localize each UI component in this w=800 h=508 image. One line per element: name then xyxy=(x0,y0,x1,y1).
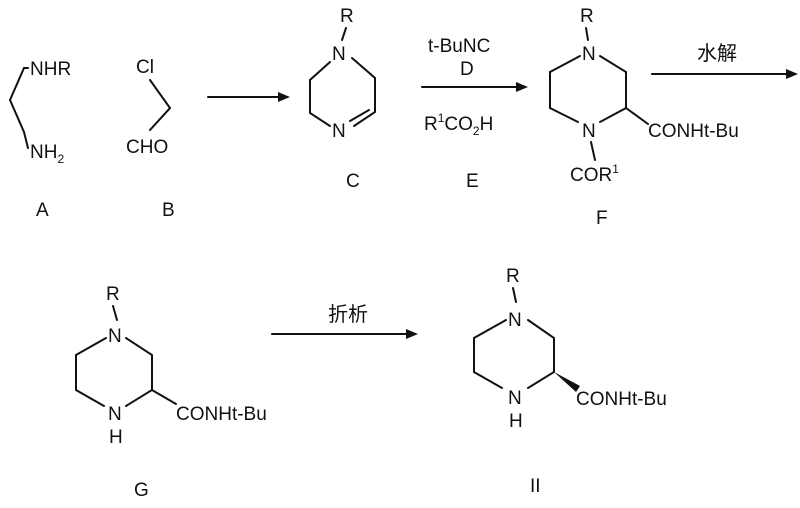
compound-g-r: R xyxy=(106,284,120,305)
compound-g-n-bottom: N xyxy=(108,404,122,425)
compound-f-n-top: N xyxy=(582,44,596,65)
compound-b-cho: CHO xyxy=(126,137,168,158)
compound-b-bonds xyxy=(149,79,172,131)
compound-b: Cl CHO B xyxy=(126,57,175,221)
compound-a-chain xyxy=(8,67,25,133)
arrow-c-to-f: t-BuNC D R1CO2H E xyxy=(421,36,528,192)
compound-g: R N CONHt-Bu N H G xyxy=(75,284,267,501)
compound-c-n-bottom: N xyxy=(332,121,346,142)
compound-ii-wedge-bond xyxy=(554,372,580,392)
compound-c-double-bond xyxy=(349,109,370,122)
compound-a-nhr: NHR xyxy=(30,59,71,80)
compound-g-amide-bond xyxy=(151,389,177,405)
compound-ii-ring-right xyxy=(527,319,555,389)
compound-g-n-top: N xyxy=(108,326,122,347)
compound-f-amide-bond xyxy=(625,107,649,125)
compound-c-ring-right xyxy=(351,57,376,127)
compound-f-ring-right xyxy=(599,55,627,123)
compound-f-conh: CONHt-Bu xyxy=(648,121,739,142)
step-resolution: 折析 xyxy=(328,302,368,326)
compound-f: R N CONHt-Bu N COR1 F xyxy=(549,6,739,229)
reagent-e-label: E xyxy=(466,171,479,192)
compound-ii-h: H xyxy=(509,411,523,432)
reagent-d-label: D xyxy=(460,59,474,80)
compound-f-n-bottom: N xyxy=(582,121,596,142)
compound-c-label: C xyxy=(346,171,360,192)
compound-a-nh2: NH2 xyxy=(30,142,64,166)
compound-b-label: B xyxy=(162,200,175,221)
compound-c-ring xyxy=(309,61,331,127)
arrow-hydrolysis: 水解 xyxy=(651,41,798,79)
compound-ii-n-bottom: N xyxy=(508,388,522,409)
compound-a-label: A xyxy=(36,200,49,221)
compound-ii-label: II xyxy=(530,476,541,497)
compound-c: R N N C xyxy=(309,6,376,192)
compound-ii-r: R xyxy=(506,266,520,287)
compound-g-ring-right xyxy=(125,337,153,407)
step-hydrolysis: 水解 xyxy=(697,41,737,65)
reagent-d-name: t-BuNC xyxy=(428,36,490,57)
compound-c-n-top: N xyxy=(332,44,346,65)
arrow-resolution: 折析 xyxy=(271,302,418,339)
compound-f-ring-left xyxy=(549,55,581,123)
compound-g-h: H xyxy=(109,427,123,448)
reagent-e-formula: R1CO2H xyxy=(424,111,493,138)
compound-c-r: R xyxy=(340,6,354,27)
compound-g-conh: CONHt-Bu xyxy=(176,404,267,425)
compound-f-cor: COR1 xyxy=(570,162,619,186)
compound-ii: R N CONHt-Bu N H II xyxy=(473,266,667,497)
compound-ii-ring-left xyxy=(473,319,507,389)
compound-b-cl: Cl xyxy=(136,57,154,78)
compound-f-r: R xyxy=(580,6,594,27)
compound-ii-n-top: N xyxy=(508,310,522,331)
compound-g-ring-left xyxy=(75,337,107,407)
compound-a: NHR NH2 A xyxy=(8,59,71,221)
compound-a-chain-lower xyxy=(23,131,29,149)
compound-g-label: G xyxy=(134,480,149,501)
compound-f-label: F xyxy=(596,208,608,229)
compound-ii-conh: CONHt-Bu xyxy=(576,389,667,410)
arrow-ab-to-c xyxy=(207,92,290,102)
